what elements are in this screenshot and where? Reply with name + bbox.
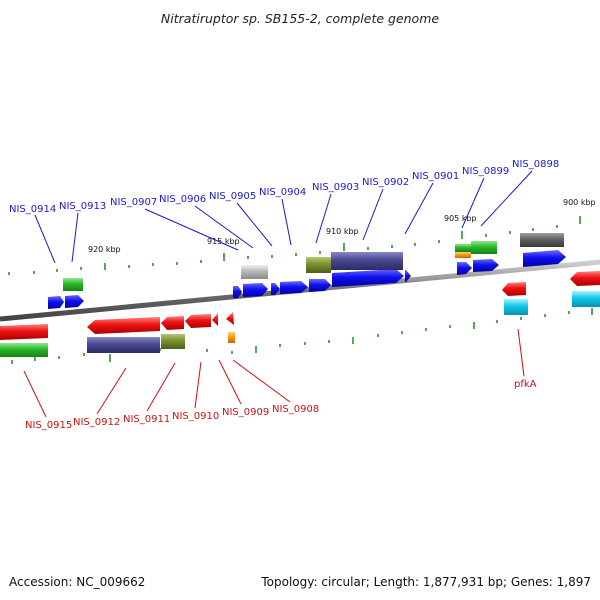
label-nis-0911[interactable]: NIS_0911 [123,414,170,425]
feature-nis-0907[interactable] [233,286,242,298]
scale-label-920kbp: 920 kbp [88,245,121,254]
label-nis-0909[interactable]: NIS_0909 [222,407,269,418]
feature-nis-0911[interactable] [161,316,184,330]
feature-nis-0903-olive[interactable] [306,257,331,273]
feature-nis-0899-green-a[interactable] [455,244,471,252]
feature-nis-0911-olive[interactable] [161,334,185,349]
label-nis-0913[interactable]: NIS_0913 [59,201,106,212]
feature-nis-0898-darkgray[interactable] [520,233,564,247]
label-nis-0910[interactable]: NIS_0910 [172,411,219,422]
label-nis-0915[interactable]: NIS_0915 [25,420,72,431]
forward-features [48,233,566,309]
label-nis-0914[interactable]: NIS_0914 [9,204,56,215]
label-nis-0905[interactable]: NIS_0905 [209,191,256,202]
lower-scale-track [11,308,593,364]
scale-label-915kbp: 915 kbp [207,237,240,246]
feature-nis-0908-orange[interactable] [228,332,235,343]
label-nis-0906[interactable]: NIS_0906 [159,194,206,205]
lower-gene-labels: NIS_0915 NIS_0912 NIS_0911 NIS_0910 NIS_… [25,379,537,431]
scale-label-905kbp: 905 kbp [444,214,477,223]
accession-text: Accession: NC_009662 [9,575,145,589]
feature-edge-red[interactable] [570,271,600,286]
label-nis-0903[interactable]: NIS_0903 [312,182,359,193]
feature-nis-0899-b[interactable] [473,259,499,272]
lower-label-connectors [23,328,525,418]
upper-gene-labels: NIS_0914 NIS_0913 NIS_0907 NIS_0906 NIS_… [9,159,559,215]
label-nis-0912[interactable]: NIS_0912 [73,417,120,428]
feature-nis-0899-a[interactable] [457,262,472,275]
feature-nis-0908[interactable] [226,312,234,325]
feature-nis-0912-purple[interactable] [87,337,160,353]
feature-nis-0905[interactable] [271,283,280,295]
genome-summary-text: Topology: circular; Length: 1,877,931 bp… [260,575,591,589]
scale-label-900kbp: 900 kbp [563,198,596,207]
label-pfka[interactable]: pfkA [514,379,537,390]
feature-nis-0899-green-b[interactable] [471,241,497,254]
label-nis-0908[interactable]: NIS_0908 [272,404,319,415]
label-nis-0898[interactable]: NIS_0898 [512,159,559,170]
feature-nis-0902-purple[interactable] [331,252,403,270]
label-nis-0904[interactable]: NIS_0904 [259,187,306,198]
feature-pfka[interactable] [502,282,526,296]
reverse-features [0,271,600,357]
feature-nis-0909[interactable] [212,313,218,326]
feature-nis-0904[interactable] [280,281,308,294]
feature-nis-0913[interactable] [65,295,84,308]
feature-nis-0915[interactable] [0,324,48,340]
feature-nis-0902[interactable] [332,269,404,287]
feature-nis-0913-green[interactable] [63,278,83,291]
feature-edge-cyan[interactable] [572,291,600,307]
label-nis-0901[interactable]: NIS_0901 [412,171,459,182]
label-nis-0907[interactable]: NIS_0907 [110,197,157,208]
feature-nis-0899-orange[interactable] [455,252,471,258]
upper-scale-track [8,216,581,275]
upper-label-connectors [34,170,533,264]
feature-nis-0915-green[interactable] [0,343,48,357]
map-title: Nitratiruptor sp. SB155-2, complete geno… [161,11,439,26]
feature-nis-0906[interactable] [243,283,268,297]
feature-nis-0903[interactable] [309,279,331,292]
scale-label-910kbp: 910 kbp [326,227,359,236]
feature-nis-0898[interactable] [523,250,566,267]
feature-nis-0914[interactable] [48,296,64,309]
label-nis-0899[interactable]: NIS_0899 [462,166,509,177]
feature-nis-0906-gray[interactable] [241,265,268,279]
feature-nis-0912[interactable] [87,317,160,334]
label-nis-0902[interactable]: NIS_0902 [362,177,409,188]
feature-nis-0910[interactable] [185,314,211,328]
feature-nis-0901[interactable] [405,270,411,282]
feature-pfka-cyan[interactable] [504,299,528,315]
